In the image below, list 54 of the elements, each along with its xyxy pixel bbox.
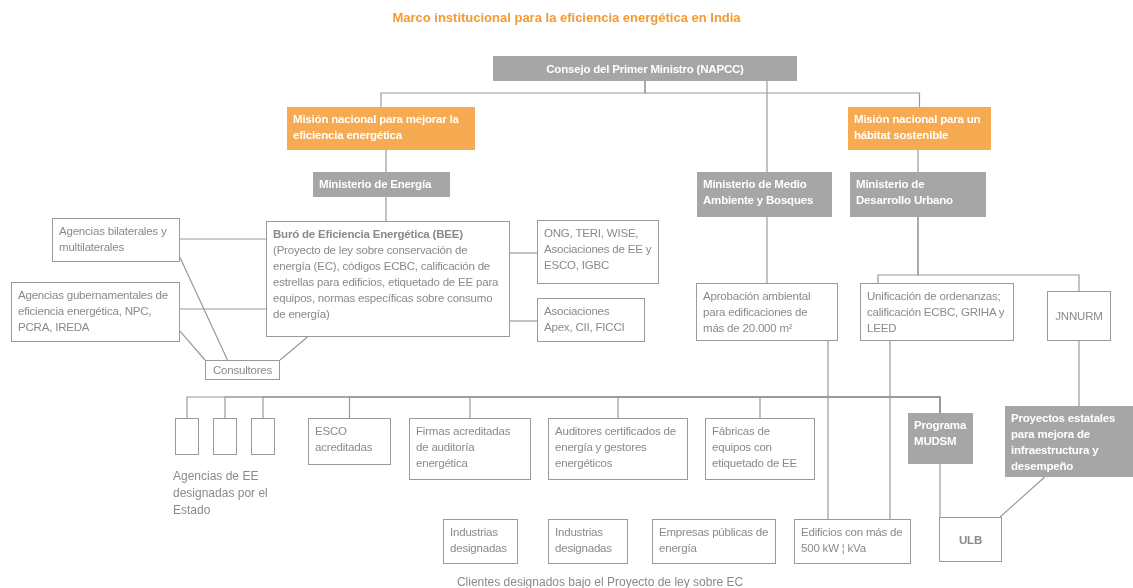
connector-line — [889, 340, 891, 520]
empty-box — [251, 418, 275, 455]
empty-box — [213, 418, 237, 455]
connector-line — [827, 340, 829, 520]
entity-box: Agencias bilaterales y multilaterales — [52, 218, 180, 262]
note-text: Agencias de EE designadas por el Estado — [173, 468, 269, 519]
connector-line — [385, 149, 387, 173]
connector-line — [766, 80, 768, 173]
connector-line — [279, 336, 309, 361]
organization-box: Programa MUDSM — [908, 413, 973, 464]
organization-box: Consejo del Primer Ministro (NAPCC) — [493, 56, 797, 81]
mission-box: Misión nacional para un hábitat sostenible — [848, 107, 991, 150]
organization-box: Ministerio de Medio Ambiente y Bosques — [697, 172, 832, 217]
connector-line — [179, 308, 267, 310]
entity-box: ULB — [939, 517, 1002, 562]
entity-box: Empresas públicas de energía — [652, 519, 776, 564]
connector-line — [644, 80, 921, 108]
organization-box: Ministerio de Desarrollo Urbano — [850, 172, 986, 217]
organization-box: Ministerio de Energía — [313, 172, 450, 197]
entity-box: Fábricas de equipos con etiquetado de EE — [705, 418, 815, 480]
note-text: Clientes designados bajo el Proyecto de ley sobre EC — [455, 574, 745, 588]
entity-box: Edificios con más de 500 kW ¦ kVa — [794, 519, 911, 564]
entity-box: JNNURM — [1047, 291, 1111, 341]
mission-box: Misión nacional para mejorar la eficiencia energética — [287, 107, 475, 150]
bee-box — [266, 221, 510, 337]
empty-box — [175, 418, 199, 455]
connector-line — [939, 463, 941, 518]
connector-line — [385, 196, 387, 222]
connector-line — [917, 216, 1080, 292]
connector-line — [766, 216, 768, 284]
connector-line — [999, 476, 1046, 518]
entity-box: ESCO acreditadas — [308, 418, 391, 465]
organization-box: Proyectos estatales para mejora de infraestructura y desempeño — [1005, 406, 1133, 477]
connector-line — [179, 330, 206, 361]
entity-box: Aprobación ambiental para edificaciones de más de 20.000 m² — [696, 283, 838, 341]
entity-box: Auditores certificados de energía y gestores energéticos — [548, 418, 688, 480]
entity-box: Asociaciones Apex, CII, FICCI — [537, 298, 645, 342]
connector-line — [179, 238, 267, 240]
box-text: (Proyecto de ley sobre conservación de energía (EC), códigos ECBC, calificación de estrellas para edificios, etiquetado de EE para equipos, normas específicas sobre consumo de energía) — [273, 243, 500, 322]
connector-line — [917, 149, 919, 173]
connector-line — [509, 320, 538, 322]
box-heading: Buró de Eficiencia Energética (BEE) — [273, 227, 464, 242]
connector-line — [179, 257, 229, 361]
entity-box: Industrias designadas — [443, 519, 518, 564]
connector-line — [1078, 340, 1080, 407]
entity-box: Agencias gubernamentales de eficiencia energética, NPC, PCRA, IREDA — [11, 282, 180, 342]
entity-box: Unificación de ordenanzas; calificación ECBC, GRIHA y LEED — [860, 283, 1014, 341]
connector-line — [509, 252, 538, 254]
entity-box: Consultores — [205, 360, 280, 380]
entity-box: Industrias designadas — [548, 519, 628, 564]
connector-line — [759, 396, 941, 419]
entity-box: ONG, TERI, WISE, Asociaciones de EE y ESCO, IGBC — [537, 220, 659, 284]
diagram-title: Marco institucional para la eficiencia energética en India — [391, 10, 742, 25]
entity-box: Firmas acreditadas de auditoría energética — [409, 418, 531, 480]
